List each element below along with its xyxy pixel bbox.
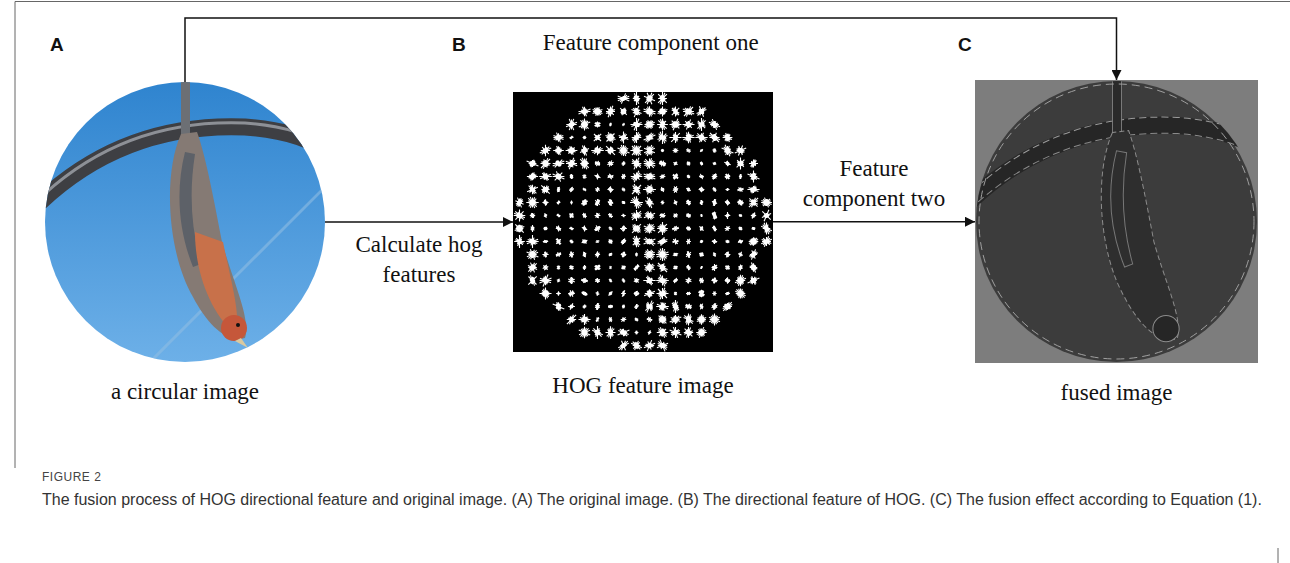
panel-letter: C xyxy=(958,34,972,56)
bird-eye xyxy=(236,323,240,327)
image-caption: fused image xyxy=(1061,379,1173,407)
frame-line xyxy=(15,2,16,469)
image-caption: HOG feature image xyxy=(552,372,733,400)
figure-caption: The fusion process of HOG directional fe… xyxy=(42,489,1267,511)
flow-arrow xyxy=(325,221,513,223)
fused-hanger xyxy=(1112,80,1121,133)
edge-label: Feature component two xyxy=(788,154,960,214)
image-panel: fused image xyxy=(975,80,1258,363)
fused-outline xyxy=(979,84,1254,359)
hog-glyphs xyxy=(514,92,772,351)
panel-picture xyxy=(513,92,773,352)
frame-line xyxy=(15,1,1290,2)
image-panel: a circular image xyxy=(45,82,325,362)
bird-head xyxy=(221,315,247,341)
bird-body xyxy=(170,132,246,339)
edge-label: Calculate hog features xyxy=(329,230,509,290)
panel-letter: B xyxy=(452,34,466,56)
panel-picture xyxy=(45,82,325,362)
wire xyxy=(140,177,335,372)
image-caption: a circular image xyxy=(111,378,259,406)
panel-picture xyxy=(975,80,1258,363)
edge-label: Feature component one xyxy=(511,28,791,58)
hog-ground xyxy=(513,92,773,352)
hanger xyxy=(181,82,190,134)
flow-arrow xyxy=(773,221,975,223)
fused-bird xyxy=(1101,131,1178,340)
frame-line xyxy=(1278,548,1279,563)
bird-beak xyxy=(235,338,248,348)
fused-head xyxy=(1153,315,1179,341)
image-panel: HOG feature image xyxy=(513,92,773,352)
flow-arrow xyxy=(185,18,1117,82)
panel-letter: A xyxy=(50,34,64,56)
figure-number: FIGURE 2 xyxy=(42,470,101,484)
fused-wing xyxy=(1111,151,1133,267)
